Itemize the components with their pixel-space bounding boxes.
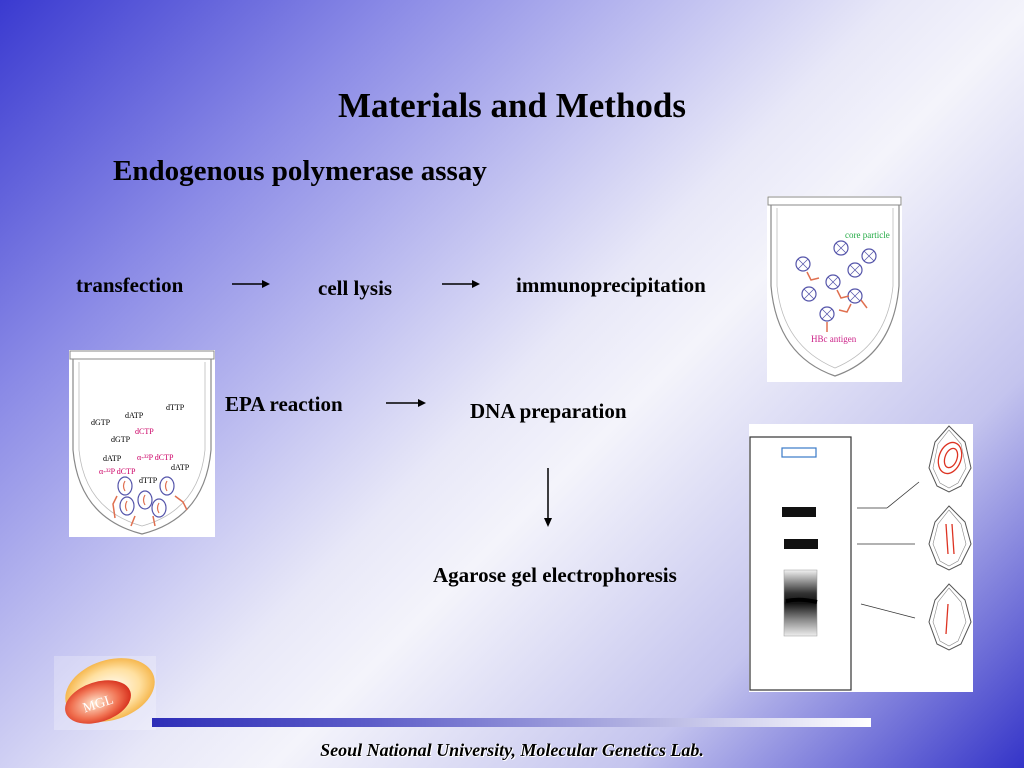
nt-label-1: dTTP xyxy=(166,403,185,412)
tube-1-drawing: core particle HBc antigen xyxy=(767,196,902,377)
tube-2-drawing: dTTP dATP dGTP dCTP dGTP dATP α-³²P dCTP… xyxy=(69,350,215,535)
arrow-3 xyxy=(386,399,426,407)
arrow-2 xyxy=(442,280,480,288)
arrow-1 xyxy=(232,280,270,288)
gel-band-2 xyxy=(784,539,818,549)
step-epa-reaction: EPA reaction xyxy=(225,392,343,416)
footer-text: Seoul National University, Molecular Gen… xyxy=(320,740,704,760)
gel-well xyxy=(781,447,817,458)
nt-label-5: dGTP xyxy=(111,435,131,444)
step-dna-preparation: DNA preparation xyxy=(470,399,627,423)
step-agarose-gel: Agarose gel electrophoresis xyxy=(433,563,677,587)
gel-panel xyxy=(749,424,973,692)
mgl-logo: MGL xyxy=(54,656,156,730)
step-immunoprecipitation: immunoprecipitation xyxy=(516,273,706,297)
nt-label-3: dGTP xyxy=(91,418,111,427)
gel-smear xyxy=(783,569,818,637)
gel-lane-box xyxy=(749,436,852,691)
core-particle-label: core particle xyxy=(845,230,890,240)
nt-label-2: dATP xyxy=(125,411,144,420)
footer-bar xyxy=(152,718,871,727)
gel-drawing xyxy=(749,425,972,691)
step-transfection: transfection xyxy=(76,273,184,297)
nt-label-10: dTTP xyxy=(139,476,158,485)
nt-label-4: dCTP xyxy=(135,427,154,436)
tube-epa-reaction: dTTP dATP dGTP dCTP dGTP dATP α-³²P dCTP… xyxy=(69,350,215,537)
nt-label-8: α-³²P dCTP xyxy=(99,467,136,476)
tube-immunoprecipitation: core particle HBc antigen xyxy=(767,196,902,382)
nt-label-6: dATP xyxy=(103,454,122,463)
slide-subtitle: Endogenous polymerase assay xyxy=(113,155,487,187)
nt-label-9: dATP xyxy=(171,463,190,472)
slide-title: Materials and Methods xyxy=(337,86,687,125)
arrow-down xyxy=(544,468,552,527)
hbc-antigen-label: HBc antigen xyxy=(811,334,857,344)
virion-1 xyxy=(928,425,972,493)
logo-drawing: MGL xyxy=(54,656,156,730)
gel-band-1 xyxy=(782,507,816,517)
nt-label-7: α-³²P dCTP xyxy=(137,453,174,462)
step-cell-lysis: cell lysis xyxy=(318,276,393,300)
